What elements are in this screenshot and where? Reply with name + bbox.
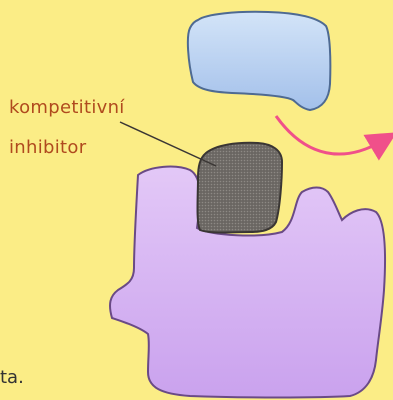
- release-arrow: [276, 116, 384, 154]
- inhibitor-shape: [198, 143, 283, 233]
- substrate-shape: [188, 12, 330, 110]
- inhibitor-label-line1: kompetitivní: [9, 96, 125, 120]
- label-pointer-line: [120, 122, 216, 166]
- cut-off-text: ta.: [0, 366, 24, 390]
- inhibitor-label-line2: inhibitor: [9, 136, 86, 160]
